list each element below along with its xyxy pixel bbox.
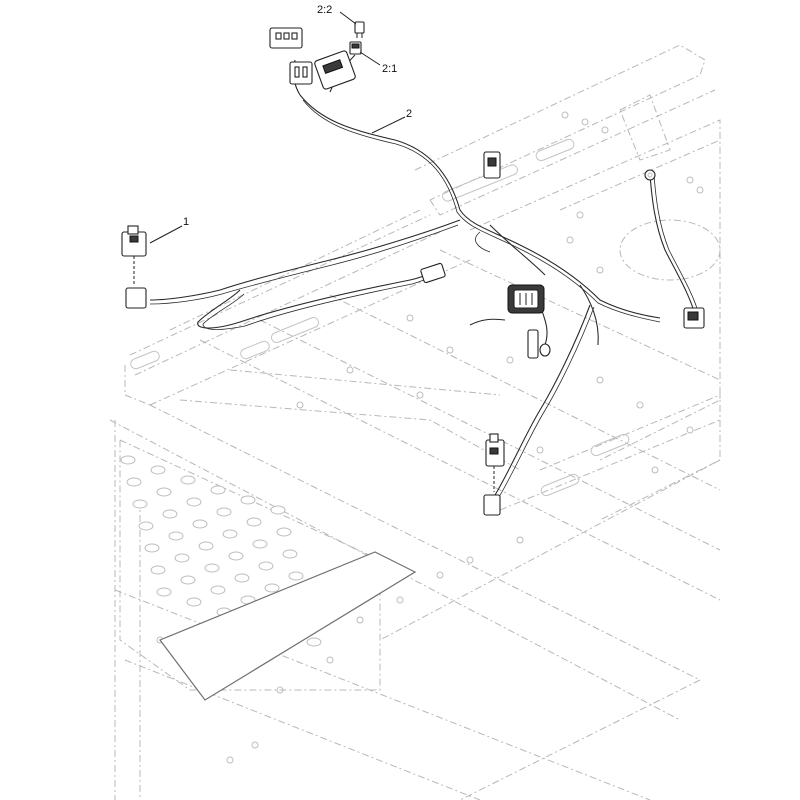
perforation-hole xyxy=(150,465,166,475)
perforation-hole xyxy=(156,487,172,497)
cover-plate xyxy=(159,551,417,701)
perforation-hole xyxy=(222,529,238,539)
perforation-hole xyxy=(234,573,250,583)
perforation-hole xyxy=(270,505,286,515)
perforation-hole xyxy=(186,597,202,607)
perforation-hole xyxy=(264,583,280,593)
relay-connector[interactable] xyxy=(314,50,356,90)
callout-label-1: 1 xyxy=(183,216,189,228)
perforation-hole xyxy=(288,571,304,581)
perforation-hole xyxy=(180,475,196,485)
callout-1: 1 xyxy=(149,216,189,244)
harness-plug-top[interactable] xyxy=(289,61,313,85)
callout-label-2: 2 xyxy=(406,108,412,120)
perforation-hole xyxy=(186,497,202,507)
perforation-hole xyxy=(126,477,142,487)
perforation-hole xyxy=(246,517,262,527)
fuse-2-2[interactable] xyxy=(354,21,365,38)
perforation-hole xyxy=(132,499,148,509)
wire-harness xyxy=(149,54,700,498)
callout-label-2-2: 2:2 xyxy=(317,4,332,16)
lower-switch[interactable] xyxy=(483,433,505,516)
perforation-hole xyxy=(240,495,256,505)
right-connector[interactable] xyxy=(683,307,705,329)
perforation-hole xyxy=(198,541,214,551)
perforation-hole xyxy=(162,509,178,519)
perforation-hole xyxy=(156,587,172,597)
perforation-holes xyxy=(120,455,322,647)
perforation-hole xyxy=(192,519,208,529)
perforation-hole xyxy=(210,485,226,495)
switch-item-1[interactable] xyxy=(121,225,147,309)
perforation-hole xyxy=(216,507,232,517)
perforation-hole xyxy=(204,563,220,573)
ring-terminal[interactable] xyxy=(644,169,656,181)
fuse-2-1[interactable] xyxy=(349,41,362,55)
callout-label-2-1: 2:1 xyxy=(382,63,397,75)
perforation-hole xyxy=(180,575,196,585)
perforation-hole xyxy=(120,455,136,465)
main-multipin-connector[interactable] xyxy=(507,284,545,314)
perforation-hole xyxy=(168,531,184,541)
callout-2-1: 2:1 xyxy=(359,51,397,75)
ground-terminal-lower[interactable] xyxy=(527,329,551,359)
perforation-hole xyxy=(282,549,298,559)
perforated-floor-plate xyxy=(119,439,417,701)
callout-2-2: 2:2 xyxy=(317,4,357,25)
inline-connector[interactable] xyxy=(420,262,446,284)
perforation-hole xyxy=(276,527,292,537)
perforation-hole xyxy=(174,553,190,563)
terminal-block[interactable] xyxy=(269,27,303,49)
bracket-connector[interactable] xyxy=(483,151,501,179)
perforation-hole xyxy=(258,561,274,571)
perforation-hole xyxy=(138,521,154,531)
perforation-hole xyxy=(228,551,244,561)
perforation-hole xyxy=(144,543,160,553)
perforation-hole xyxy=(252,539,268,549)
perforation-hole xyxy=(306,637,322,647)
perforation-hole xyxy=(210,585,226,595)
perforation-hole xyxy=(150,565,166,575)
callout-2: 2 xyxy=(371,108,412,134)
